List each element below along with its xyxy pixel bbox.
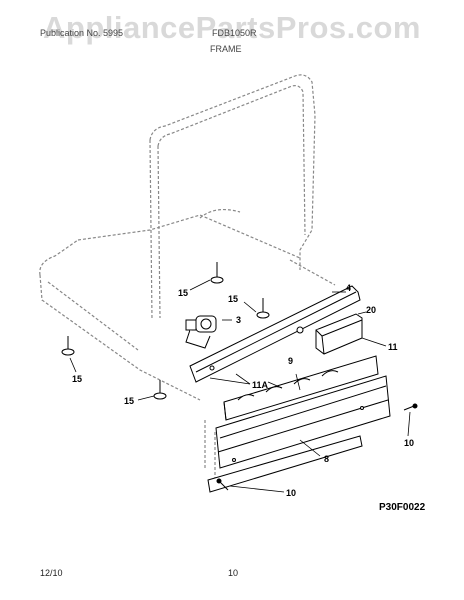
screw-15-middle — [256, 298, 270, 319]
callout-15-top: 15 — [178, 288, 188, 298]
screw-15-bottom — [153, 380, 167, 400]
panel-9 — [223, 355, 379, 421]
callout-15-middle: 15 — [228, 294, 238, 304]
callout-15-bottom: 15 — [124, 396, 134, 406]
callout-8: 8 — [324, 454, 329, 464]
bracket-20 — [315, 313, 363, 355]
publication-number: Publication No. 5995 — [40, 28, 124, 38]
callout-3: 3 — [236, 315, 241, 325]
screw-15-top — [210, 262, 224, 284]
callout-9: 9 — [288, 356, 293, 366]
screw-10-right — [403, 403, 418, 411]
rail-4 — [189, 285, 361, 383]
footer-page-number: 10 — [228, 568, 239, 578]
kickplate-8 — [215, 375, 391, 469]
water-valve-3 — [185, 315, 217, 349]
callout-10-bottom: 10 — [286, 488, 296, 498]
toe-panel — [207, 435, 363, 493]
screw-10-bottom — [216, 478, 229, 491]
model-number: FDB1050R — [212, 28, 257, 38]
callout-10-right: 10 — [404, 438, 414, 448]
watermark: AppliancePartsPros.com — [43, 10, 421, 45]
callout-15-left: 15 — [72, 374, 82, 384]
diagram-code: P30F0022 — [379, 502, 426, 513]
callout-20: 20 — [366, 305, 376, 315]
footer-date: 12/10 — [40, 568, 63, 578]
page-title: FRAME — [210, 44, 242, 54]
screw-15-left — [61, 336, 75, 356]
frame-outline — [39, 74, 336, 480]
leader-lines — [69, 279, 411, 493]
callout-11: 11 — [388, 342, 398, 352]
callout-11a: 11A — [252, 380, 269, 390]
callout-4: 4 — [346, 283, 351, 293]
